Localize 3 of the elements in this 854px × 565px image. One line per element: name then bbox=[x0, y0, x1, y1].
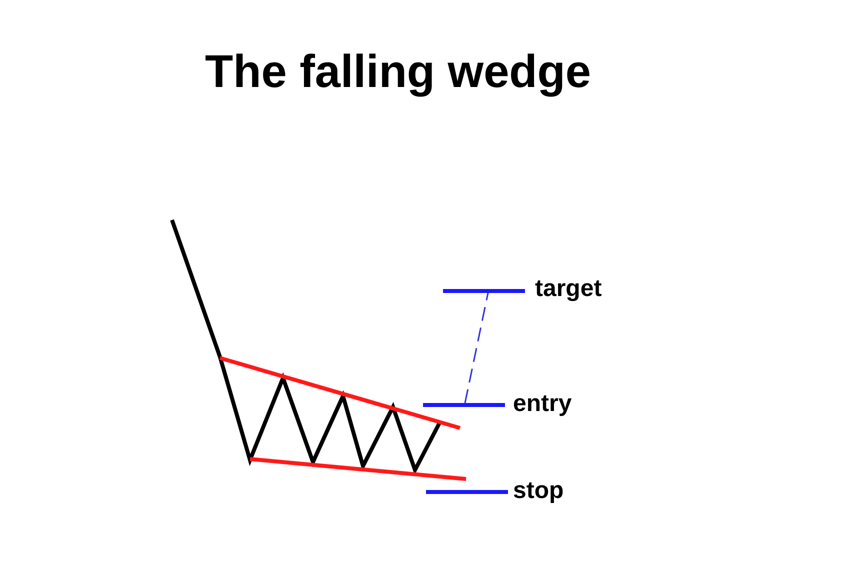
level-label: target bbox=[535, 277, 602, 301]
level-label: entry bbox=[513, 392, 572, 416]
level-label: stop bbox=[513, 479, 564, 503]
